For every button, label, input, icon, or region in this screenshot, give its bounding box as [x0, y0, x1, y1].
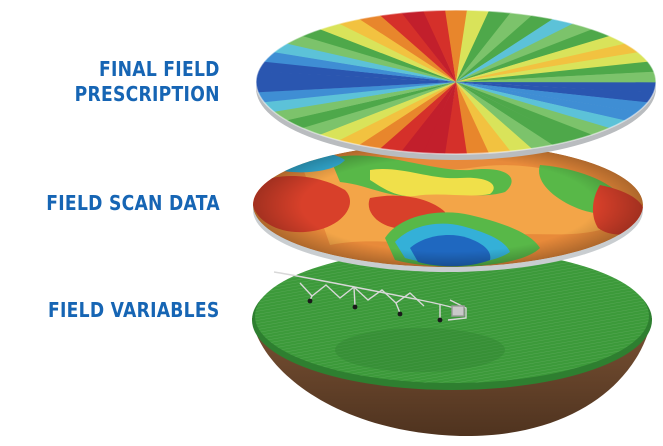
prescription-wedge — [456, 82, 656, 139]
prescription-edge — [255, 9, 657, 155]
prescription-wedge — [456, 58, 656, 82]
label-final-field-prescription: FINAL FIELD PRESCRIPTION — [75, 57, 220, 107]
prescription-wedge — [456, 36, 656, 82]
prescription-layer — [255, 9, 657, 160]
prescription-wedge — [456, 82, 656, 106]
label-line-2: PRESCRIPTION — [74, 82, 220, 106]
prescription-wedge — [256, 58, 456, 82]
prescription-wedge — [256, 82, 456, 128]
center-pivot-irrigator — [273, 271, 467, 321]
prescription-wedge — [269, 82, 456, 147]
field-variables-layer — [252, 249, 652, 437]
prescription-wedge — [256, 82, 456, 138]
prescription-wedge — [288, 10, 456, 82]
prescription-wedge — [269, 16, 456, 83]
prescription-wedge — [456, 47, 656, 82]
prescription-wedge — [287, 82, 456, 154]
prescription-wedge — [256, 82, 456, 117]
prescription-wedge — [256, 25, 456, 82]
label-field-scan-data: FIELD SCAN DATA — [46, 191, 220, 215]
prescription-wedge — [441, 10, 472, 82]
prescription-wedge — [456, 17, 643, 82]
prescription-wedges — [256, 10, 656, 154]
prescription-wedge — [440, 82, 471, 154]
prescription-wedge — [256, 81, 456, 94]
prescription-wedge — [456, 82, 656, 118]
prescription-wedge — [456, 82, 656, 129]
prescription-wedge — [456, 82, 643, 148]
field-scan-layer — [253, 143, 643, 272]
scan-edge-shading — [253, 143, 643, 267]
label-line-1: FINAL FIELD — [99, 57, 220, 81]
prescription-wedge — [256, 82, 456, 106]
prescription-wedge — [256, 35, 456, 82]
prescription-wedge — [456, 26, 656, 82]
label-field-variables: FIELD VARIABLES — [48, 298, 220, 322]
irrigator-wheels — [307, 298, 443, 323]
prescription-wedge — [456, 10, 625, 82]
prescription-wedge — [456, 82, 624, 154]
field-low-spot — [335, 328, 505, 372]
prescription-wedge — [456, 70, 656, 83]
prescription-wedge — [256, 46, 456, 82]
